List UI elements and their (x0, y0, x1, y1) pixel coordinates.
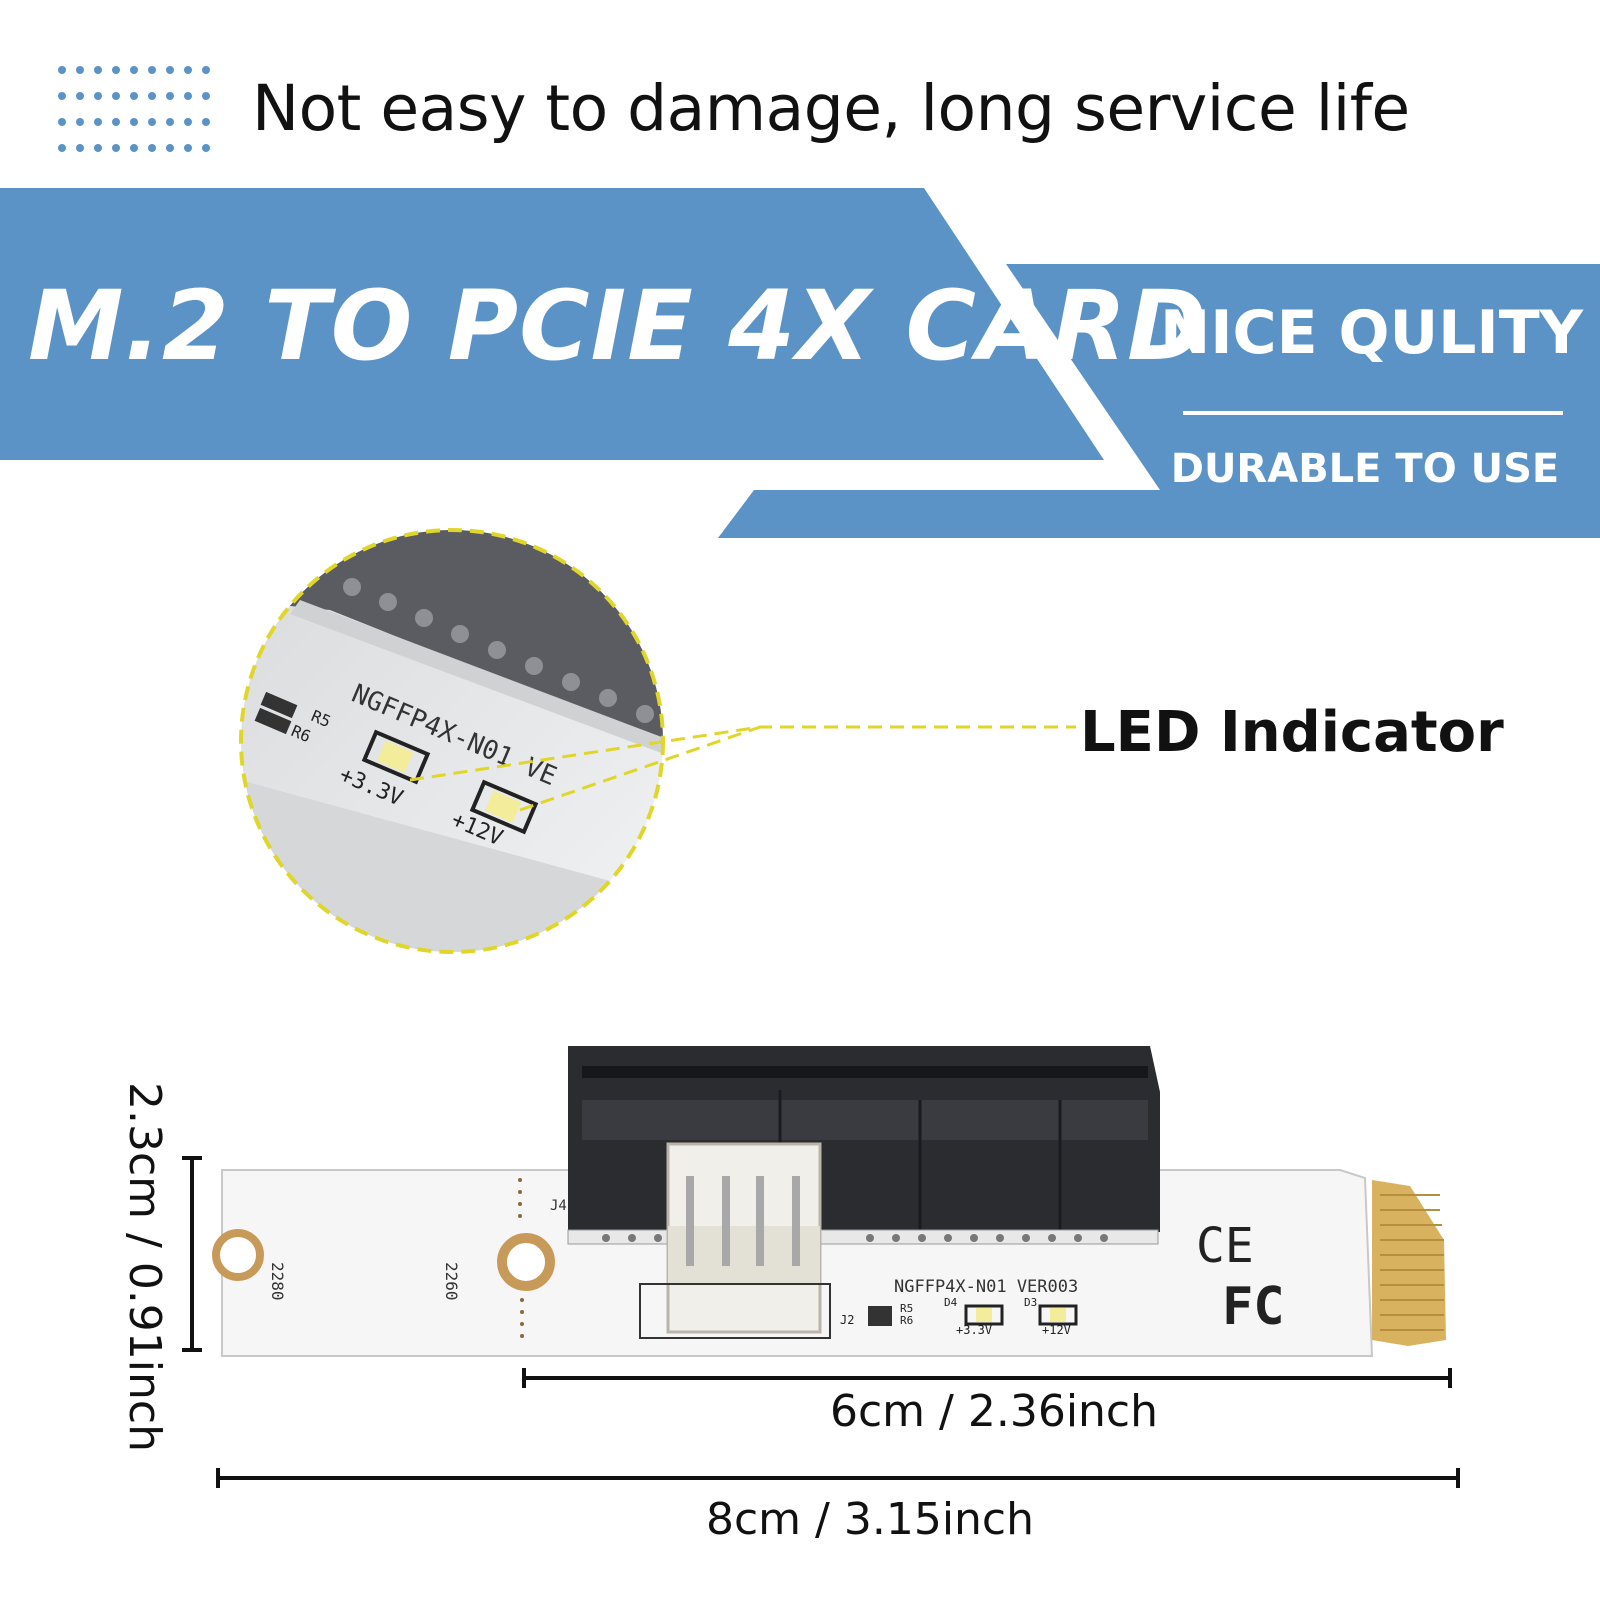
total-width-dimension-label: 8cm / 3.15inch (706, 1494, 1035, 1545)
ce-mark: CE (1196, 1218, 1254, 1274)
svg-text:+12V: +12V (1042, 1323, 1071, 1337)
mount-hole-2260 (497, 1233, 555, 1291)
zoomed-board: NGFFP4X-N01 VE +3.3V +12V R5 R6 (241, 530, 663, 952)
inner-width-dimension-label: 6cm / 2.36inch (830, 1386, 1159, 1437)
svg-text:NGFFP4X-N01 VER003: NGFFP4X-N01 VER003 (894, 1277, 1078, 1297)
height-dimension-label: 2.3cm / 0.91inch (119, 1082, 170, 1452)
callout-leader-2 (519, 725, 761, 812)
svg-text:R6: R6 (900, 1314, 913, 1327)
dimension-lines (182, 1156, 1460, 1488)
banner-caption: DURABLE TO USE (1170, 446, 1560, 492)
main-title: M.2 TO PCIE 4X CARD (28, 270, 1208, 382)
banner-right-shape (718, 264, 1600, 538)
power-connector (666, 1142, 822, 1334)
svg-text:J4: J4 (550, 1198, 567, 1214)
fc-mark: FC (1222, 1277, 1285, 1337)
title-banner (0, 188, 1600, 538)
svg-text:J2: J2 (840, 1313, 854, 1327)
svg-text:2260: 2260 (442, 1262, 461, 1301)
svg-text:D3: D3 (1024, 1296, 1037, 1309)
banner-left-shape (0, 188, 1104, 460)
mount-hole-2280 (212, 1229, 264, 1281)
svg-text:+3.3V: +3.3V (956, 1323, 992, 1337)
product-card-image: 2280 2260 J4 NGFFP4X-N01 VER003 J2 R5 (212, 1046, 1446, 1357)
banner-subtitle: NICE QULITY (1160, 298, 1584, 368)
led-zoom-callout: NGFFP4X-N01 VE +3.3V +12V R5 R6 (239, 528, 1076, 954)
gold-fingers (1372, 1180, 1446, 1346)
svg-text:R5: R5 (900, 1302, 913, 1315)
tagline: Not easy to damage, long service life (252, 72, 1410, 145)
led-indicator-label: LED Indicator (1080, 700, 1504, 765)
svg-text:D4: D4 (944, 1296, 958, 1309)
dot-grid-icon (58, 66, 210, 152)
svg-text:2280: 2280 (268, 1262, 287, 1301)
